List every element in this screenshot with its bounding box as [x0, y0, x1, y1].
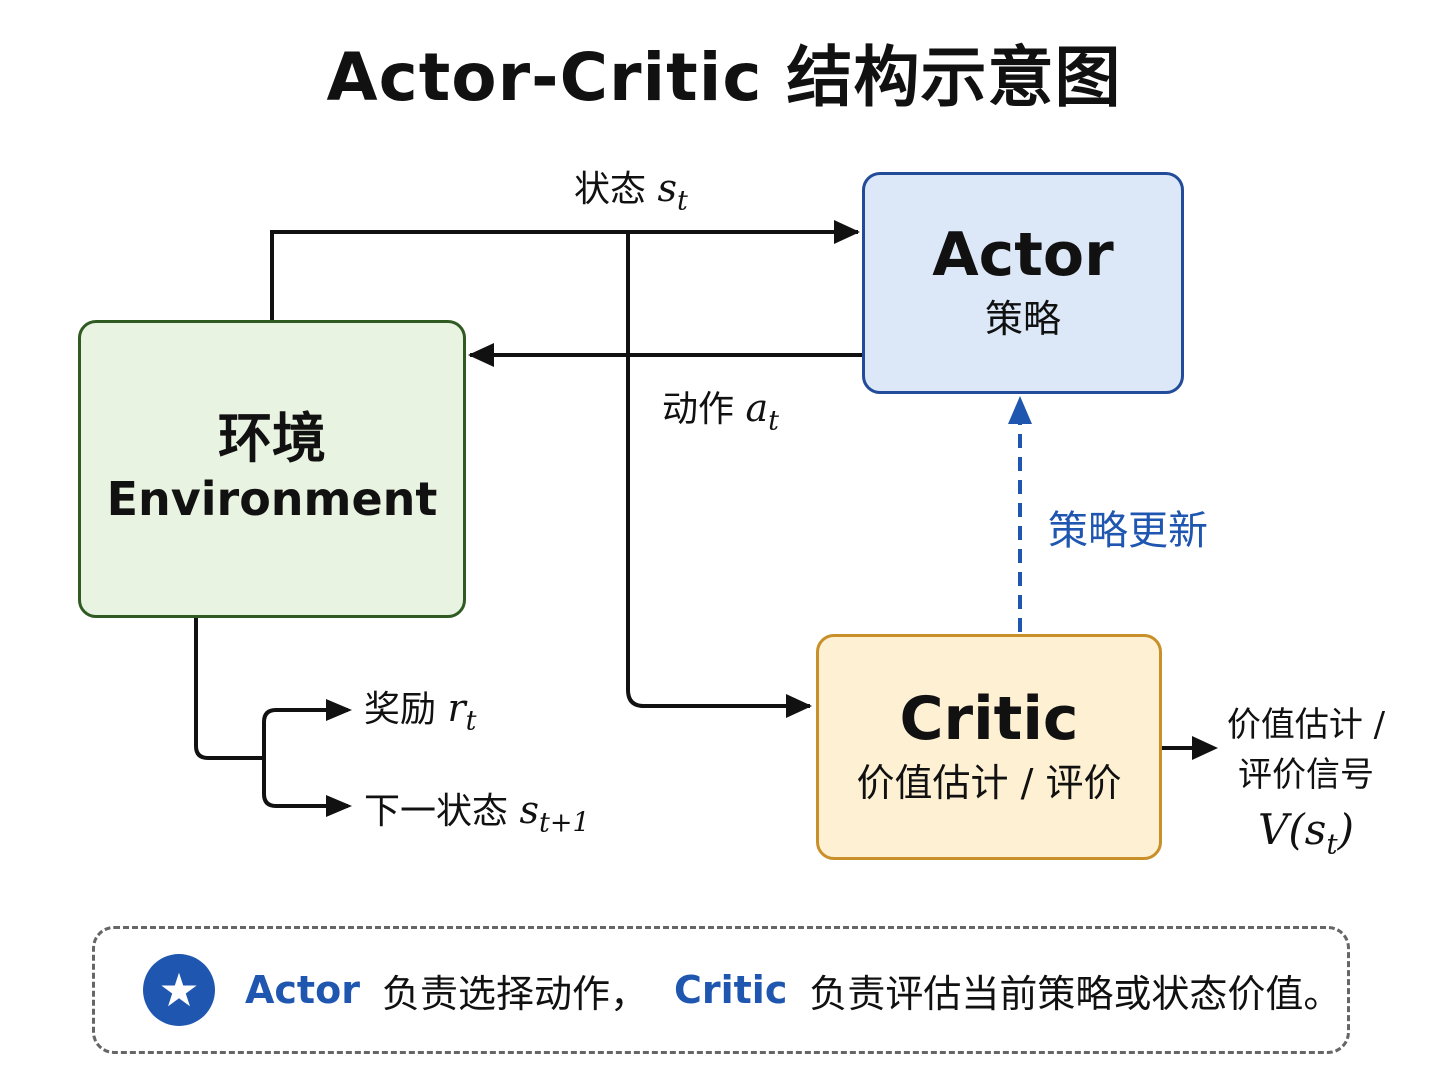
policy-update-arrowhead: [1008, 396, 1032, 424]
environment-name-en: Environment: [106, 472, 438, 527]
reward-arrow: [194, 618, 264, 760]
critic-output-label: 价值估计 / 评价信号 V(st): [1218, 700, 1394, 874]
critic-output-line1: 价值估计 /: [1226, 705, 1386, 745]
summary-note: ★ Actor 负责选择动作， Critic 负责评估当前策略或状态价值。: [92, 926, 1350, 1054]
critic-box: Critic 价值估计 / 评价: [816, 634, 1162, 860]
next-state-branch: [262, 758, 348, 808]
actor-subtitle: 策略: [984, 296, 1061, 341]
actor-name: Actor: [932, 219, 1114, 290]
critic-output-arrowhead: [1192, 736, 1218, 760]
next-state-arrowhead: [326, 795, 352, 817]
state-to-critic-arrowhead: [786, 694, 812, 718]
critic-output-line2: 评价信号: [1238, 755, 1374, 795]
state-arrow: [270, 230, 858, 320]
state-arrowhead: [834, 220, 860, 244]
reward-branch: [262, 708, 348, 758]
value-formula: V(st): [1258, 805, 1354, 861]
policy-update-label: 策略更新: [1048, 508, 1208, 554]
action-label: 动作 at: [662, 386, 779, 437]
environment-name-zh: 环境: [218, 407, 326, 471]
actor-box: Actor 策略: [862, 172, 1184, 394]
reward-arrowhead: [326, 699, 352, 721]
critic-name: Critic: [899, 683, 1079, 754]
next-state-label: 下一状态 st+1: [364, 788, 590, 839]
critic-subtitle: 价值估计 / 评价: [856, 760, 1122, 805]
star-icon: ★: [143, 954, 215, 1026]
note-actor-text: 负责选择动作，: [381, 971, 648, 1016]
environment-box: 环境 Environment: [78, 320, 466, 618]
note-actor-keyword: Actor: [245, 968, 360, 1012]
action-arrowhead: [468, 343, 494, 367]
state-to-critic-arrow: [626, 232, 810, 708]
state-label: 状态 st: [574, 166, 688, 217]
note-critic-keyword: Critic: [673, 968, 788, 1012]
diagram-title: Actor-Critic 结构示意图: [326, 39, 1122, 116]
reward-label: 奖励 rt: [364, 686, 477, 737]
note-critic-text: 负责评估当前策略或状态价值。: [809, 971, 1342, 1016]
